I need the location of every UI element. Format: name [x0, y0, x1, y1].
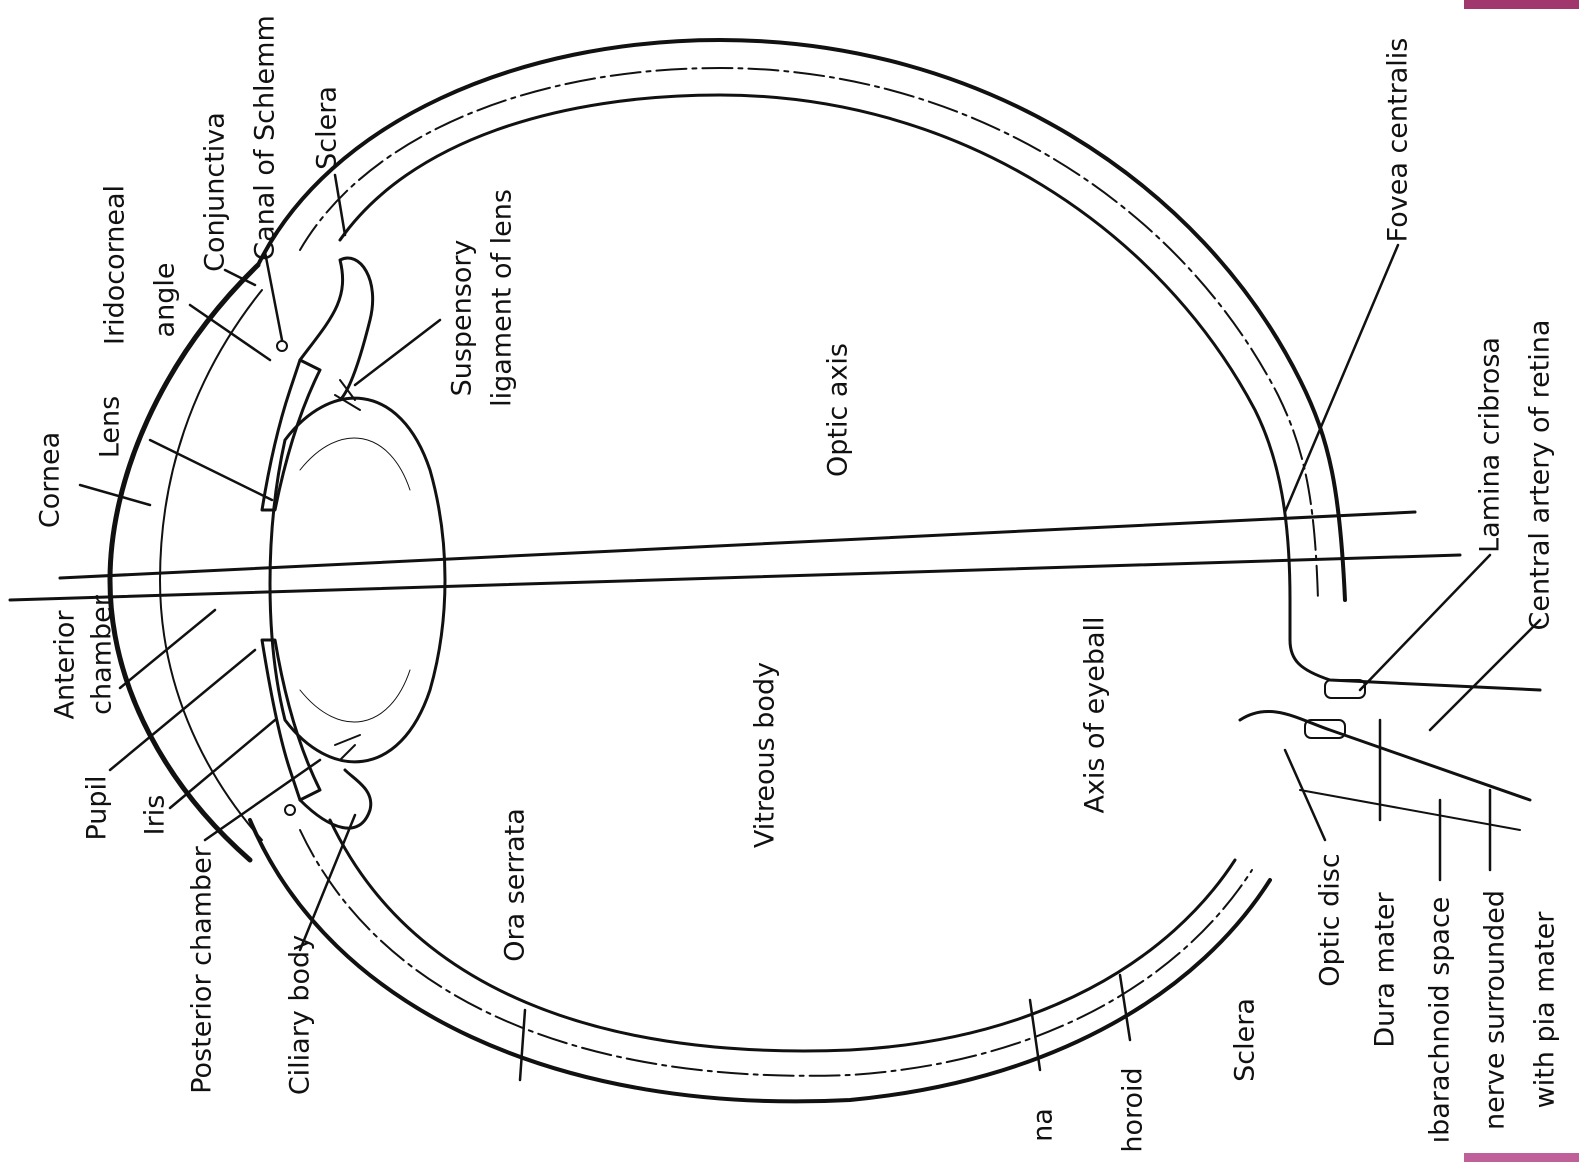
label-iris: Iris — [142, 795, 169, 836]
label-lens: Lens — [97, 396, 124, 458]
lens — [270, 398, 445, 762]
label-lamina-cribrosa: Lamina cribrosa — [1477, 337, 1504, 553]
retina-inner-wall — [330, 820, 1235, 1051]
label-dura-mater: Dura mater — [1372, 892, 1399, 1047]
label-central-artery: Central artery of retina — [1527, 320, 1554, 631]
optic-nerve-upper — [1290, 600, 1540, 690]
label-suspensory-line-2: ligament of lens — [489, 189, 516, 407]
label-optic-disc: Optic disc — [1317, 853, 1344, 986]
label-iridocorneal-angle-line-2: angle — [152, 263, 179, 338]
label-ora-serrata: Ora serrata — [502, 808, 529, 962]
axis-of-eyeball-line — [10, 555, 1460, 600]
label-iridocorneal-angle-line-1: Iridocorneal — [102, 185, 129, 345]
iris-lower — [262, 640, 320, 800]
corner-accent-bottom — [1464, 1153, 1579, 1162]
label-cornea: Cornea — [37, 432, 64, 528]
label-suspensory-line-1: Suspensory — [449, 240, 476, 397]
iris-upper — [262, 360, 320, 510]
label-choroid-partial: horoid — [1120, 1067, 1147, 1152]
corner-accent-top — [1464, 0, 1579, 9]
label-optic-nerve-line-2: with pia mater — [1532, 912, 1559, 1109]
sclera-outer-wall-top — [258, 40, 1345, 600]
label-anterior-chamber-line-1: Anterior — [52, 610, 79, 719]
optic-nerve-lower — [1240, 711, 1530, 800]
ciliary-body-lower — [300, 770, 371, 828]
label-fovea-centralis: Fovea centralis — [1385, 38, 1412, 243]
label-sclera-bottom: Sclera — [1232, 998, 1259, 1082]
label-sclera-top: Sclera — [314, 86, 341, 170]
label-canal-of-schlemm: Canal of Schlemm — [252, 15, 279, 261]
label-posterior-chamber: Posterior chamber — [189, 846, 216, 1094]
label-ciliary-body: Ciliary body — [287, 935, 314, 1095]
cornea-outer — [110, 265, 258, 860]
label-retina-partial: na — [1030, 1108, 1057, 1142]
label-conjunctiva: Conjunctiva — [202, 112, 229, 272]
label-pupil: Pupil — [84, 775, 111, 840]
optic-axis-line — [60, 512, 1415, 578]
label-axis-of-eyeball: Axis of eyeball — [1082, 616, 1109, 813]
label-anterior-chamber-line-2: chamber — [89, 595, 116, 715]
label-subarachnoid-space: ıbarachnoid space — [1427, 897, 1454, 1144]
label-vitreous-body: Vitreous body — [752, 662, 779, 848]
label-optic-axis: Optic axis — [825, 343, 852, 477]
label-optic-nerve-line-1: nerve surrounded — [1482, 890, 1509, 1130]
